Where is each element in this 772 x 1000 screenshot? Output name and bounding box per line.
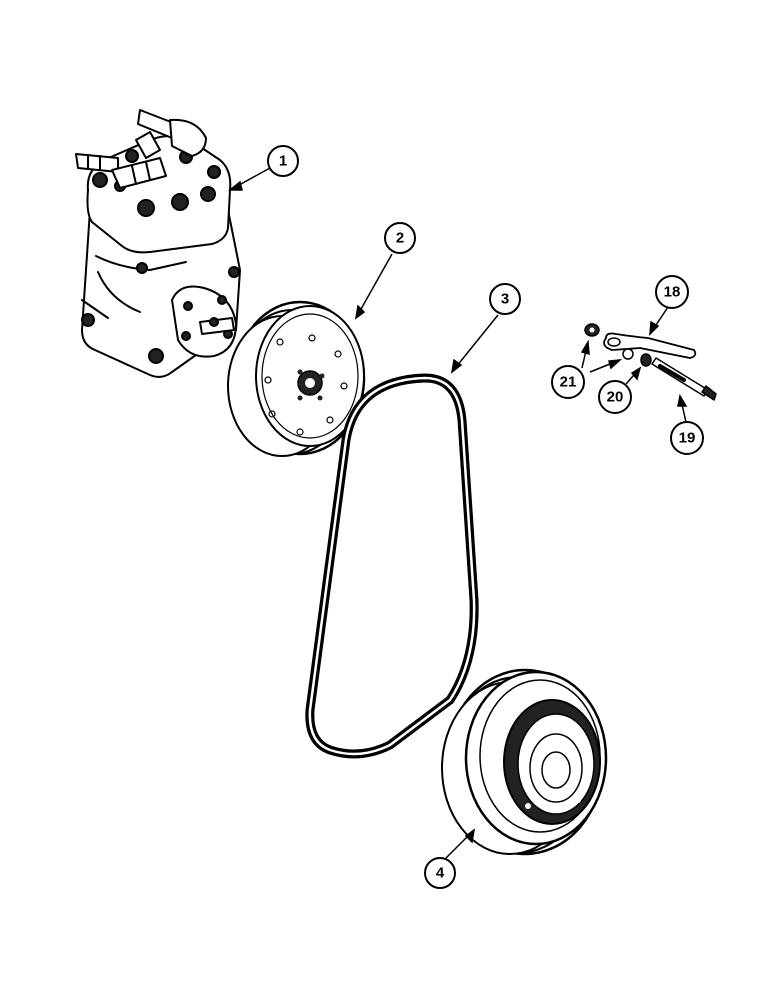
callout-2-label: 2 bbox=[396, 230, 404, 247]
callout-4: 4 bbox=[424, 857, 456, 889]
callout-4-label: 4 bbox=[436, 865, 445, 882]
leader-lines bbox=[227, 167, 688, 859]
callout-19-label: 19 bbox=[679, 430, 696, 447]
callout-18: 18 bbox=[655, 275, 689, 309]
callout-19: 19 bbox=[670, 421, 704, 455]
callout-3-label: 3 bbox=[501, 291, 509, 308]
pulley-drawing bbox=[227, 300, 366, 457]
belt-drawing bbox=[305, 373, 479, 759]
callout-21: 21 bbox=[551, 365, 585, 399]
clutch-pulley-drawing bbox=[441, 668, 608, 856]
callout-20: 20 bbox=[598, 380, 632, 414]
callout-3: 3 bbox=[489, 283, 521, 315]
callout-21-label: 21 bbox=[560, 374, 577, 391]
callout-2: 2 bbox=[384, 222, 416, 254]
callout-18-label: 18 bbox=[664, 284, 681, 301]
callout-1-label: 1 bbox=[279, 153, 287, 170]
callout-1: 1 bbox=[267, 145, 299, 177]
callout-20-label: 20 bbox=[607, 389, 624, 406]
hardware-drawing bbox=[584, 323, 717, 401]
compressor-drawing bbox=[75, 109, 241, 378]
